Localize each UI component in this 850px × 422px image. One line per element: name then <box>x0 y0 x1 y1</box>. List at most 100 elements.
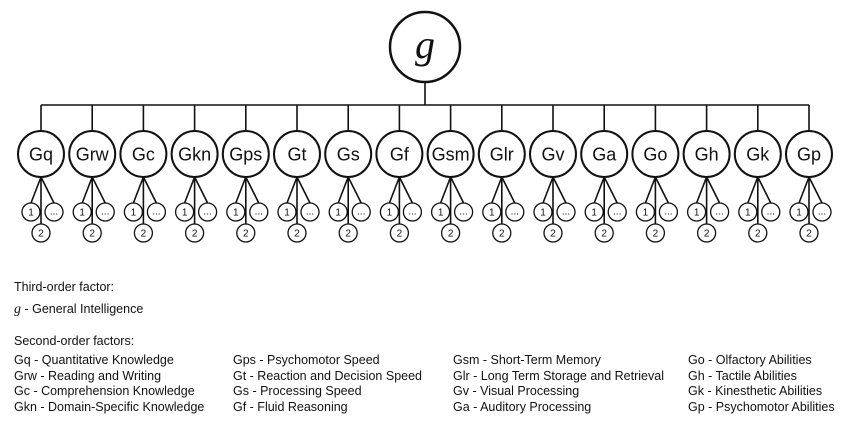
narrow-ability-2: 2 <box>696 223 717 243</box>
narrow-ability-ellipsis: ... <box>249 202 269 222</box>
narrow-ability-ellipsis: ... <box>761 202 781 222</box>
narrow-ability-circle <box>174 202 195 222</box>
narrow-ability-label: 2 <box>294 229 300 240</box>
narrow-ability-label: ... <box>767 207 775 218</box>
narrow-ability-ellipsis: ... <box>351 202 371 222</box>
narrow-ability-label: ... <box>715 207 723 218</box>
narrow-ability-circle <box>543 223 563 243</box>
legend-item: Gv - Visual Processing <box>453 384 580 399</box>
factor-node-label: Gh <box>695 145 719 165</box>
fan-line <box>747 176 759 204</box>
legend-item: Gs - Processing Speed <box>233 384 362 399</box>
factor-node-gs: Gs1...2 <box>324 130 373 243</box>
narrow-ability-label: ... <box>255 207 263 218</box>
narrow-ability-1: 1 <box>174 202 195 222</box>
narrow-ability-circle <box>453 202 474 222</box>
narrow-ability-label: 2 <box>345 229 351 240</box>
narrow-ability-circle <box>236 223 256 243</box>
narrow-ability-circle <box>607 202 627 222</box>
narrow-ability-label: 1 <box>489 208 495 219</box>
narrow-ability-circle <box>21 202 41 222</box>
narrow-ability-ellipsis: ... <box>95 202 115 222</box>
second-order-factor-nodes: Gq1...2Grw1...2Gc1...2Gkn1...2Gps1...2Gt… <box>17 130 833 243</box>
narrow-ability-label: ... <box>408 207 416 218</box>
narrow-ability-label: 2 <box>192 229 198 240</box>
narrow-ability-label: 1 <box>745 208 751 219</box>
narrow-ability-circle <box>709 202 730 222</box>
narrow-ability-ellipsis: ... <box>402 202 423 222</box>
legend-column-1: Gq - Quantitative Knowledge Grw - Readin… <box>14 353 204 415</box>
narrow-ability-label: ... <box>562 207 570 218</box>
fan-line <box>132 176 145 204</box>
factor-node-gt: Gt1...2 <box>273 130 321 243</box>
factor-node-gh: Gh 1... 2 <box>682 130 731 243</box>
narrow-ability-circle <box>226 202 246 222</box>
fan-line <box>603 176 618 204</box>
legend-item: Gt - Reaction and Decision Speed <box>233 368 422 383</box>
factor-node-circle <box>221 130 270 178</box>
narrow-ability-circle <box>799 223 819 243</box>
narrow-ability-circle <box>95 202 115 222</box>
narrow-ability-1: 1 <box>72 202 92 222</box>
factor-node-label: Gk <box>746 145 770 165</box>
narrow-ability-ellipsis: ... <box>812 202 832 222</box>
narrow-ability-circle <box>123 202 144 222</box>
legend-item: Gkn - Domain-Specific Knowledge <box>14 399 205 414</box>
narrow-ability-label: ... <box>50 207 58 218</box>
narrow-ability-label: 2 <box>601 229 607 240</box>
narrow-ability-label: 1 <box>796 208 802 219</box>
third-order-text: - General Intelligence <box>21 302 144 316</box>
narrow-ability-circle <box>72 202 92 222</box>
legend-item: Grw - Reading and Writing <box>14 368 162 383</box>
narrow-ability-circle <box>482 202 502 222</box>
factor-node-gf: Gf1...2 <box>375 130 424 243</box>
second-order-heading: Second-order factors: <box>14 334 135 348</box>
factor-node-label: Gsm <box>432 145 470 165</box>
factor-node-circle <box>273 130 321 178</box>
legend-item: Gp - Psychomotor Abilities <box>688 399 835 414</box>
narrow-ability-ellipsis: ... <box>607 202 627 222</box>
fan-line <box>644 176 657 204</box>
narrow-ability-circle <box>351 202 371 222</box>
factor-node-gq: Gq1...2 <box>17 130 65 243</box>
legend-item: Glr - Long Term Storage and Retrieval <box>453 368 664 383</box>
narrow-ability-label: ... <box>152 207 160 218</box>
fan-line <box>757 176 772 204</box>
narrow-ability-label: 2 <box>141 229 147 240</box>
factor-node-circle <box>68 130 117 178</box>
narrow-ability-circle <box>31 223 51 243</box>
narrow-ability-label: 2 <box>397 229 403 240</box>
narrow-ability-circle <box>505 202 525 222</box>
narrow-ability-1: 1 <box>21 202 41 222</box>
fan-line <box>491 176 503 204</box>
narrow-ability-1: 1 <box>482 202 502 222</box>
fan-line <box>193 176 209 204</box>
narrow-ability-1: 1 <box>686 202 707 222</box>
g-node: g <box>388 10 462 84</box>
factor-node-label: Ga <box>592 145 617 165</box>
fan-line <box>347 176 362 204</box>
legend-column-3: Gsm - Short-Term Memory Glr - Long Term … <box>453 353 664 415</box>
narrow-ability-label: 1 <box>591 208 597 219</box>
narrow-ability-1: 1 <box>379 202 400 222</box>
factor-node-circle <box>375 130 424 178</box>
narrow-ability-1: 1 <box>738 202 758 222</box>
narrow-ability-label: 2 <box>755 229 761 240</box>
fan-line <box>183 176 196 204</box>
narrow-ability-circle <box>389 223 410 243</box>
legend-item: Gq - Quantitative Knowledge <box>14 353 174 367</box>
legend-column-4: Go - Olfactory Abilities Gh - Tactile Ab… <box>688 353 835 415</box>
factor-node-label: Gps <box>229 145 262 165</box>
factor-node-circle <box>785 130 833 178</box>
narrow-ability-label: 2 <box>550 229 556 240</box>
narrow-ability-circle <box>402 202 423 222</box>
narrow-ability-circle <box>738 202 758 222</box>
narrow-ability-label: 2 <box>806 229 812 240</box>
narrow-ability-circle <box>492 223 512 243</box>
narrow-ability-label: 2 <box>448 229 454 240</box>
narrow-ability-label: ... <box>664 207 672 218</box>
narrow-ability-circle <box>277 202 297 222</box>
